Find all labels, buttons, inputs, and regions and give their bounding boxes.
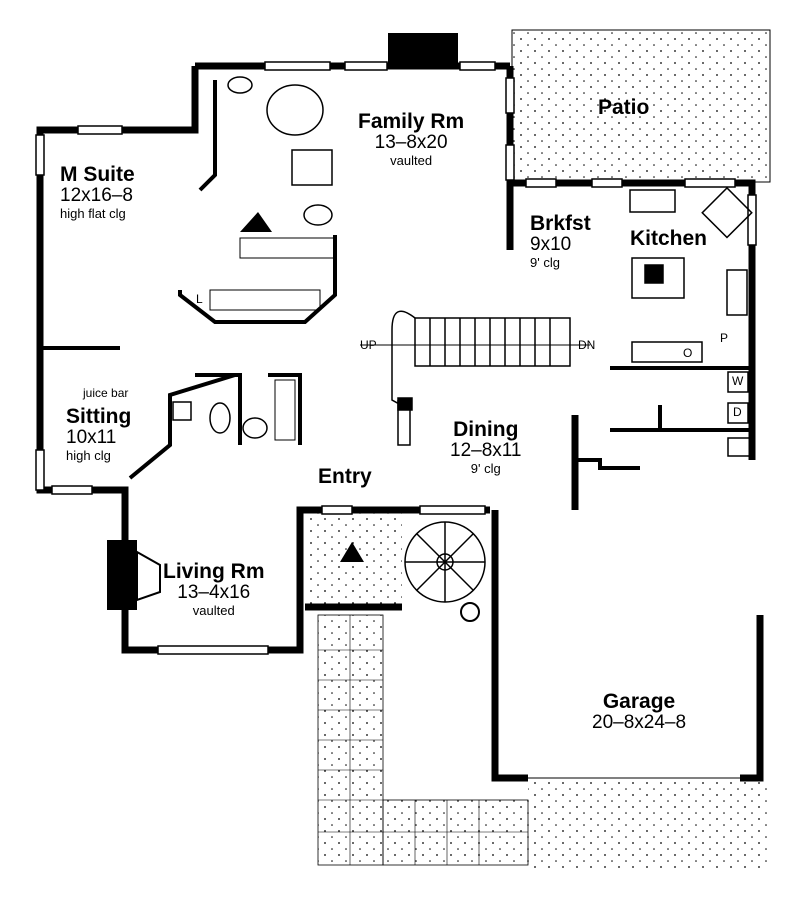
fireplace-family xyxy=(388,33,458,68)
room-name: M Suite xyxy=(60,163,135,186)
room-name: Patio xyxy=(598,96,650,119)
room-entry: Entry xyxy=(318,465,372,488)
walkway-grid xyxy=(318,615,528,865)
room-note: 9' clg xyxy=(530,254,560,270)
linen-label: L xyxy=(196,292,203,306)
room-note: high flat clg xyxy=(60,205,126,221)
fireplace-living xyxy=(107,540,137,610)
room-name: Entry xyxy=(318,465,372,488)
staircase xyxy=(360,310,590,446)
room-brkfst: Brkfst 9x10 9' clg xyxy=(530,212,591,270)
interior-walls xyxy=(40,80,752,480)
room-name: Brkfst xyxy=(530,212,591,235)
room-msuite: M Suite 12x16–8 high flat clg xyxy=(60,163,135,221)
room-dims: 9x10 xyxy=(530,234,572,256)
driveway xyxy=(528,778,770,868)
closet-arrow-icon xyxy=(240,212,272,232)
stair-up-label: UP xyxy=(360,338,377,352)
spigot-icon xyxy=(460,602,480,622)
room-name: Living Rm xyxy=(163,560,265,583)
room-note: vaulted xyxy=(390,152,433,168)
room-dims: 12–8x11 xyxy=(450,440,522,462)
room-note: vaulted xyxy=(192,602,235,618)
oven-label: O xyxy=(683,346,693,360)
patio-area xyxy=(511,29,771,183)
spiral-stair xyxy=(404,521,486,603)
room-family: Family Rm 13–8x20 vaulted xyxy=(358,110,464,168)
room-dims: 12x16–8 xyxy=(60,185,133,207)
room-note: 9' clg xyxy=(470,460,501,476)
room-name: Family Rm xyxy=(358,110,465,133)
pantry-label: P xyxy=(720,331,729,345)
room-sitting: Sitting 10x11 high clg xyxy=(66,405,131,463)
room-name: Garage xyxy=(602,690,676,713)
kitchen-fixtures xyxy=(172,186,753,457)
bath-fixtures xyxy=(209,76,333,439)
closet-rods xyxy=(209,237,336,441)
dryer-label: D xyxy=(733,405,742,419)
room-patio: Patio xyxy=(598,96,649,119)
stair-down-label: DN xyxy=(578,338,596,352)
front-walkway xyxy=(317,614,529,866)
room-note: high clg xyxy=(66,447,111,463)
room-dims: 13–4x16 xyxy=(177,582,251,604)
room-dining: Dining 12–8x11 9' clg xyxy=(450,418,522,476)
windows xyxy=(35,61,757,655)
room-dims: 20–8x24–8 xyxy=(592,712,687,734)
juice-bar-label: juice bar xyxy=(83,386,129,400)
room-name: Kitchen xyxy=(630,227,708,250)
room-garage: Garage 20–8x24–8 xyxy=(592,690,686,734)
room-dims: 10x11 xyxy=(66,427,117,449)
room-dims: 13–8x20 xyxy=(374,132,448,154)
washer-label: W xyxy=(732,374,744,388)
room-name: Sitting xyxy=(66,405,132,428)
room-name: Dining xyxy=(453,418,519,441)
room-kitchen: Kitchen xyxy=(630,227,707,250)
room-living: Living Rm 13–4x16 vaulted xyxy=(163,560,265,618)
entry-arrow-icon xyxy=(340,542,364,562)
